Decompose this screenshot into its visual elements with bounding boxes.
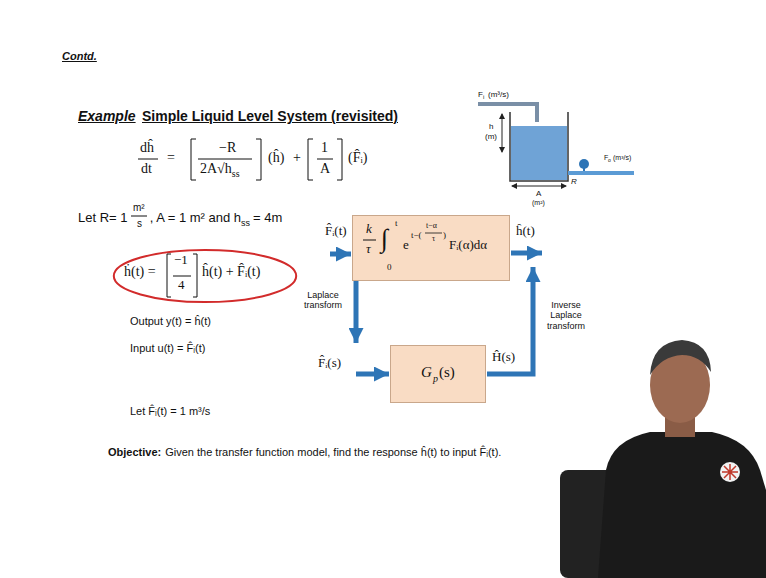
slide-label: (m³/s) xyxy=(613,154,631,162)
node-text: ∫ xyxy=(381,224,388,254)
slide-label: F xyxy=(478,90,483,99)
node-text: e xyxy=(403,238,409,253)
node-text: G xyxy=(421,364,432,381)
slide-label: ss xyxy=(241,218,250,228)
node-text: (s) xyxy=(439,364,455,381)
slide-label: Given the transfer function model, find … xyxy=(165,446,501,459)
slide-label: (m) xyxy=(485,132,497,141)
slide-label: 1 xyxy=(321,140,328,156)
node-text: Fᵢ(α)dα xyxy=(449,238,487,253)
slide-title: Simple Liquid Level System (revisited) xyxy=(142,108,398,124)
slide-label: Input u(t) = F̂ᵢ(t) xyxy=(130,342,205,355)
slide-label: , A = 1 m² and h xyxy=(150,211,241,226)
slide-label: A xyxy=(536,189,541,198)
slide-label: Output y(t) = ĥ(t) xyxy=(130,315,211,328)
slide-label: dĥ xyxy=(140,140,154,156)
slide-label: = xyxy=(167,150,175,166)
slide-label: m² xyxy=(133,202,145,214)
node-text: τ xyxy=(432,234,435,243)
slide-label: dt xyxy=(141,161,152,177)
slide-label: Inverse Laplace transform xyxy=(541,300,591,331)
slide-label: Laplace transform xyxy=(300,290,346,311)
node-text: ) xyxy=(443,230,446,240)
slide-label: F xyxy=(604,154,608,162)
node-text: k xyxy=(366,222,372,237)
node-text: t−α xyxy=(426,221,437,230)
slide-label: Let R= 1 xyxy=(78,211,128,226)
tank-illustration xyxy=(478,104,634,186)
slide-label: o xyxy=(608,158,611,164)
slide-label: F̂ᵢ(t) xyxy=(325,224,347,239)
slide-label: Ĥ(s) xyxy=(492,350,515,365)
equation-brackets xyxy=(131,139,342,216)
node-text: −1 xyxy=(174,253,188,268)
node-text: t−( xyxy=(411,230,422,240)
presenter-figure xyxy=(560,340,766,578)
slide-label: A xyxy=(320,161,330,177)
slide-label: s xyxy=(137,218,142,230)
slide-label: F̂ᵢ(s) xyxy=(318,356,341,371)
slide-label: Objective: xyxy=(108,446,161,459)
circled-equation: ḣ(t) = −1 4 ĥ(t) + F̂ᵢ(t) xyxy=(110,247,300,305)
node-text: ḣ(t) = xyxy=(124,264,156,280)
slide-label: Let F̂ᵢ(t) = 1 m³/s xyxy=(130,405,210,418)
slide-label: −R xyxy=(219,140,236,156)
node-text: t xyxy=(395,218,398,228)
node-text: τ xyxy=(366,242,371,257)
slide-label: + xyxy=(293,150,301,166)
node-text: 0 xyxy=(387,262,392,272)
node-outline xyxy=(391,346,485,402)
slide-label: i xyxy=(483,94,484,101)
slide-label: = 4m xyxy=(253,211,282,226)
slide-label: Example xyxy=(78,108,136,124)
slide-label: (F̂ᵢ) xyxy=(348,150,367,166)
slide-label: (ĥ) xyxy=(268,150,284,166)
slide-label: h xyxy=(489,122,493,131)
slide-label: ĥ(t) xyxy=(516,224,535,239)
node-text: ĥ(t) + F̂ᵢ(t) xyxy=(202,264,260,280)
slide-label: (m²) xyxy=(532,199,545,207)
convolution-block: kτ∫t0et−(t−ατ)Fᵢ(α)dα xyxy=(352,215,510,281)
slide-label: Contd. xyxy=(62,50,97,63)
transfer-function-block: Gp(s) xyxy=(390,345,486,403)
slide-label: (m³/s) xyxy=(488,90,509,99)
node-text: 4 xyxy=(178,278,185,293)
node-text: p xyxy=(433,373,438,385)
slide-label: ss xyxy=(232,168,240,180)
slide-label: 2A√h xyxy=(200,161,232,177)
slide-label: R xyxy=(571,177,577,186)
